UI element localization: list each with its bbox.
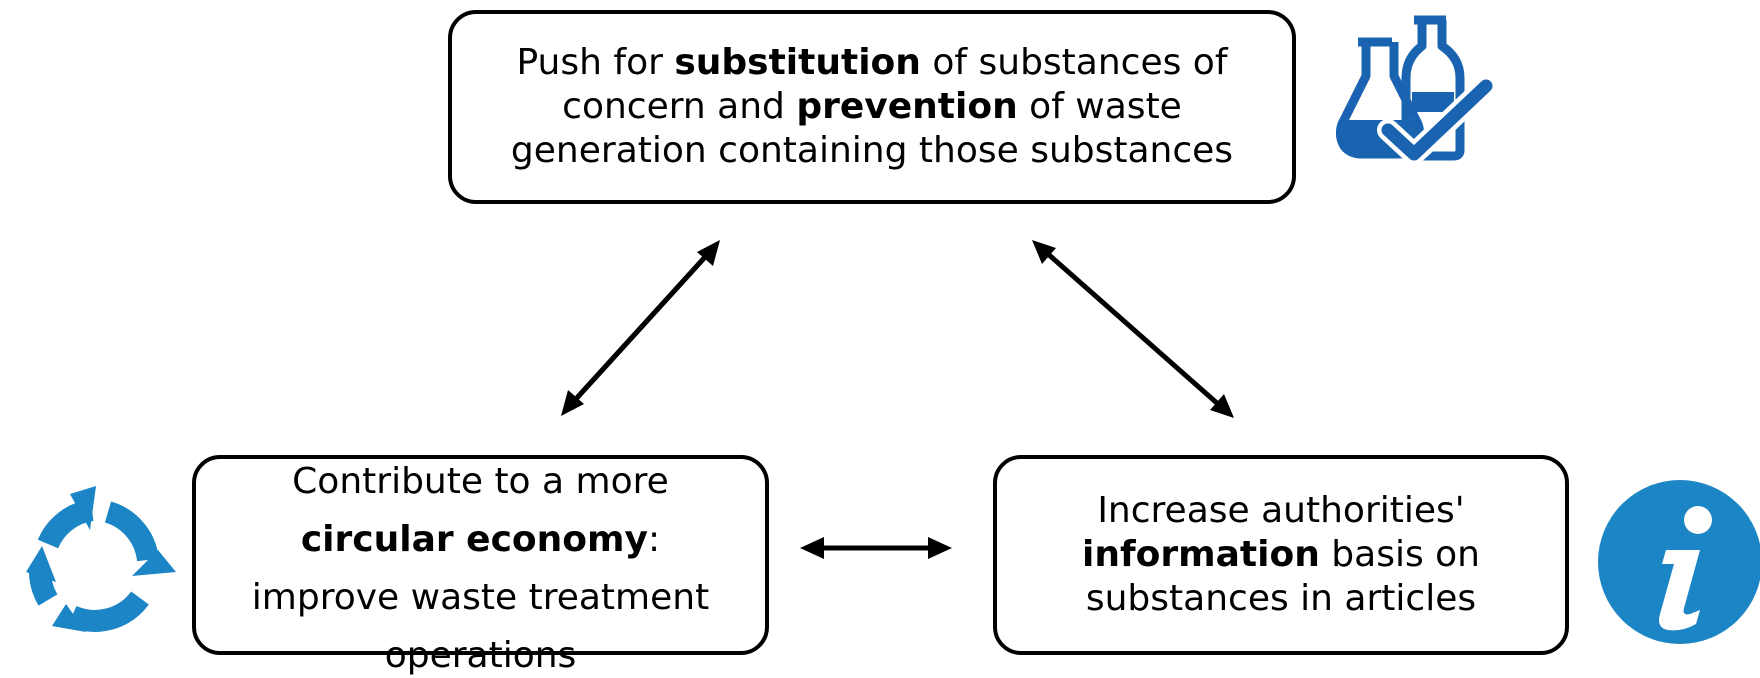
right-line3: substances in articles bbox=[1085, 578, 1477, 619]
arrow-horizontal bbox=[800, 537, 952, 559]
box-circular-economy: Contribute to a more circular economy: i… bbox=[192, 455, 769, 676]
connector-arrows bbox=[561, 240, 1234, 559]
left-line1: Contribute to a more bbox=[292, 461, 669, 502]
top-line2-bold: prevention bbox=[796, 86, 1018, 127]
top-line2-c: of waste bbox=[1017, 86, 1182, 127]
left-line3: improve waste treatment bbox=[251, 577, 710, 618]
box-right-text: Increase authorities' information basis … bbox=[1082, 489, 1480, 621]
top-line1-bold: substitution bbox=[674, 42, 921, 83]
arrow-top-right bbox=[1032, 240, 1234, 418]
top-line1-a: Push for bbox=[516, 42, 675, 83]
box-left-text: Contribute to a more circular economy: i… bbox=[252, 446, 709, 678]
top-line1-c: of substances of bbox=[920, 42, 1228, 83]
right-line2-bold: information bbox=[1082, 534, 1320, 575]
flasks-check-icon bbox=[1336, 15, 1496, 165]
info-icon bbox=[1598, 480, 1760, 644]
box-substitution-prevention: Push for substitution of substances of c… bbox=[448, 10, 1296, 204]
right-line2-b: basis on bbox=[1319, 534, 1480, 575]
top-line2-a: concern and bbox=[562, 86, 797, 127]
box-information-basis: Increase authorities' information basis … bbox=[993, 455, 1569, 655]
left-line4: operations bbox=[384, 635, 577, 676]
arrow-top-left bbox=[561, 240, 720, 416]
top-line3: generation containing those substances bbox=[510, 130, 1234, 171]
left-line2-bold: circular economy bbox=[300, 519, 648, 560]
box-top-text: Push for substitution of substances of c… bbox=[511, 41, 1233, 173]
recycle-arrows-icon bbox=[26, 486, 176, 632]
right-line1: Increase authorities' bbox=[1097, 490, 1465, 531]
left-line2-b: : bbox=[648, 519, 661, 560]
